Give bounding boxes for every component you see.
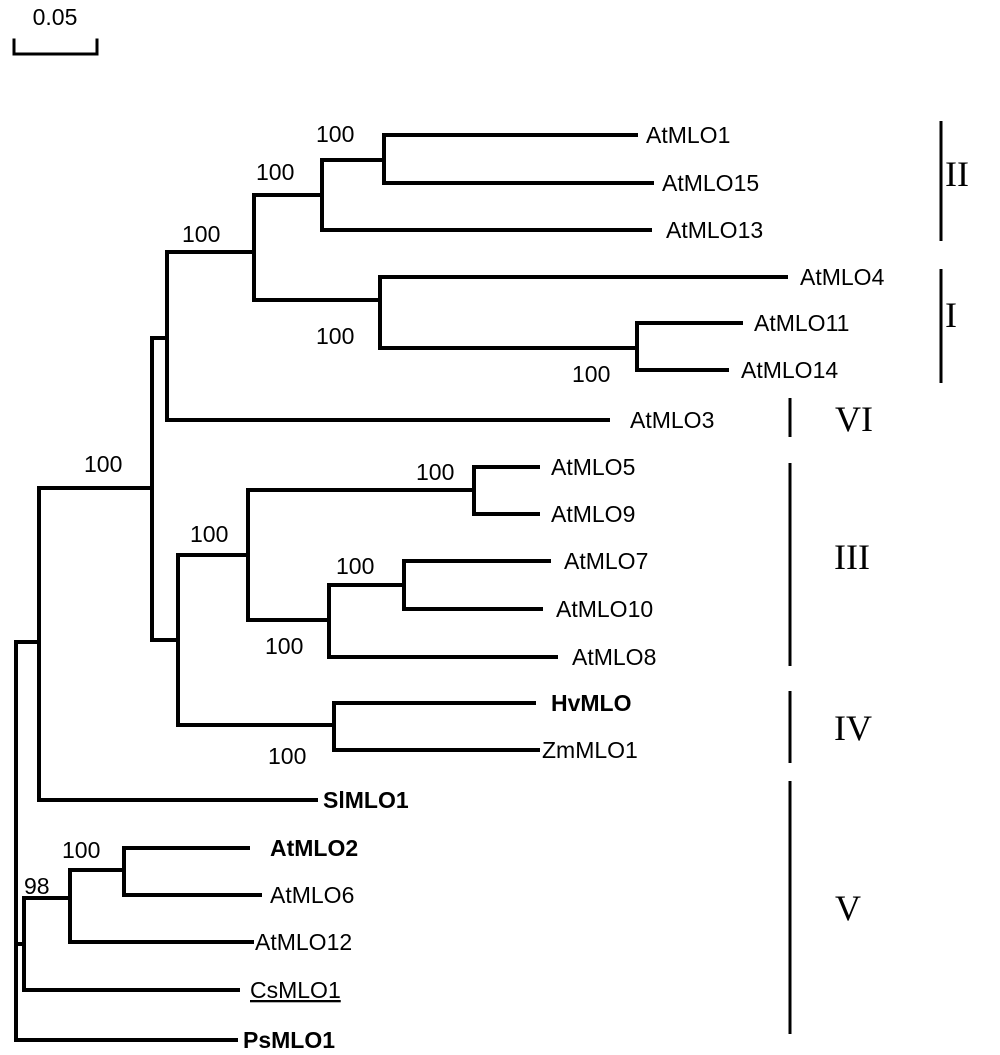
bootstrap-value: 100 xyxy=(62,837,100,863)
leaf-atmlo7: AtMLO7 xyxy=(564,548,648,574)
bootstrap-value: 100 xyxy=(190,521,228,547)
scale-bar-line xyxy=(12,38,99,56)
clade-groups: II I VI III IV V xyxy=(788,121,969,1034)
scale-bar-label: 0.05 xyxy=(33,4,78,30)
leaf-zmmlo1: ZmMLO1 xyxy=(542,737,638,763)
bootstrap-value: 98 xyxy=(24,873,50,899)
clade-label-iv: IV xyxy=(834,708,872,748)
bootstrap-value: 100 xyxy=(416,459,454,485)
leaf-atmlo10: AtMLO10 xyxy=(556,596,653,622)
bootstrap-value: 100 xyxy=(265,633,303,659)
tree-branches xyxy=(14,133,788,1042)
leaf-slmlo1: SlMLO1 xyxy=(323,787,409,813)
leaf-psmlo1: PsMLO1 xyxy=(243,1027,335,1053)
leaf-atmlo1: AtMLO1 xyxy=(646,122,730,148)
leaf-atmlo2: AtMLO2 xyxy=(270,835,358,861)
bootstrap-value: 100 xyxy=(316,121,354,147)
bootstrap-values: 100 100 100 100 100 100 100 100 100 100 … xyxy=(24,121,610,899)
bootstrap-value: 100 xyxy=(182,221,220,247)
bootstrap-value: 100 xyxy=(256,159,294,185)
bootstrap-value: 100 xyxy=(268,743,306,769)
leaf-atmlo11: AtMLO11 xyxy=(754,310,849,336)
bootstrap-value: 100 xyxy=(336,553,374,579)
leaf-atmlo14: AtMLO14 xyxy=(741,357,838,383)
leaf-csmlo1: CsMLO1 xyxy=(250,977,341,1003)
clade-label-ii: II xyxy=(945,154,969,194)
bootstrap-value: 100 xyxy=(84,451,122,477)
leaf-atmlo15: AtMLO15 xyxy=(662,170,759,196)
leaf-atmlo9: AtMLO9 xyxy=(551,501,635,527)
leaf-atmlo5: AtMLO5 xyxy=(551,454,635,480)
leaf-atmlo12: AtMLO12 xyxy=(255,929,352,955)
clade-label-vi: VI xyxy=(835,399,873,439)
bootstrap-value: 100 xyxy=(316,323,354,349)
clade-label-i: I xyxy=(945,295,957,335)
leaf-atmlo3: AtMLO3 xyxy=(630,407,714,433)
leaf-hvmlo: HvMLO xyxy=(551,690,632,716)
leaf-atmlo13: AtMLO13 xyxy=(666,217,763,243)
leaf-labels: AtMLO1 AtMLO15 AtMLO13 AtMLO4 AtMLO11 At… xyxy=(243,122,885,1053)
clade-label-v: V xyxy=(835,888,861,928)
leaf-atmlo8: AtMLO8 xyxy=(572,644,656,670)
leaf-atmlo4: AtMLO4 xyxy=(800,264,885,290)
clade-label-iii: III xyxy=(834,537,870,577)
scale-bar: 0.05 xyxy=(12,4,99,56)
bootstrap-value: 100 xyxy=(572,361,610,387)
leaf-atmlo6: AtMLO6 xyxy=(270,882,354,908)
